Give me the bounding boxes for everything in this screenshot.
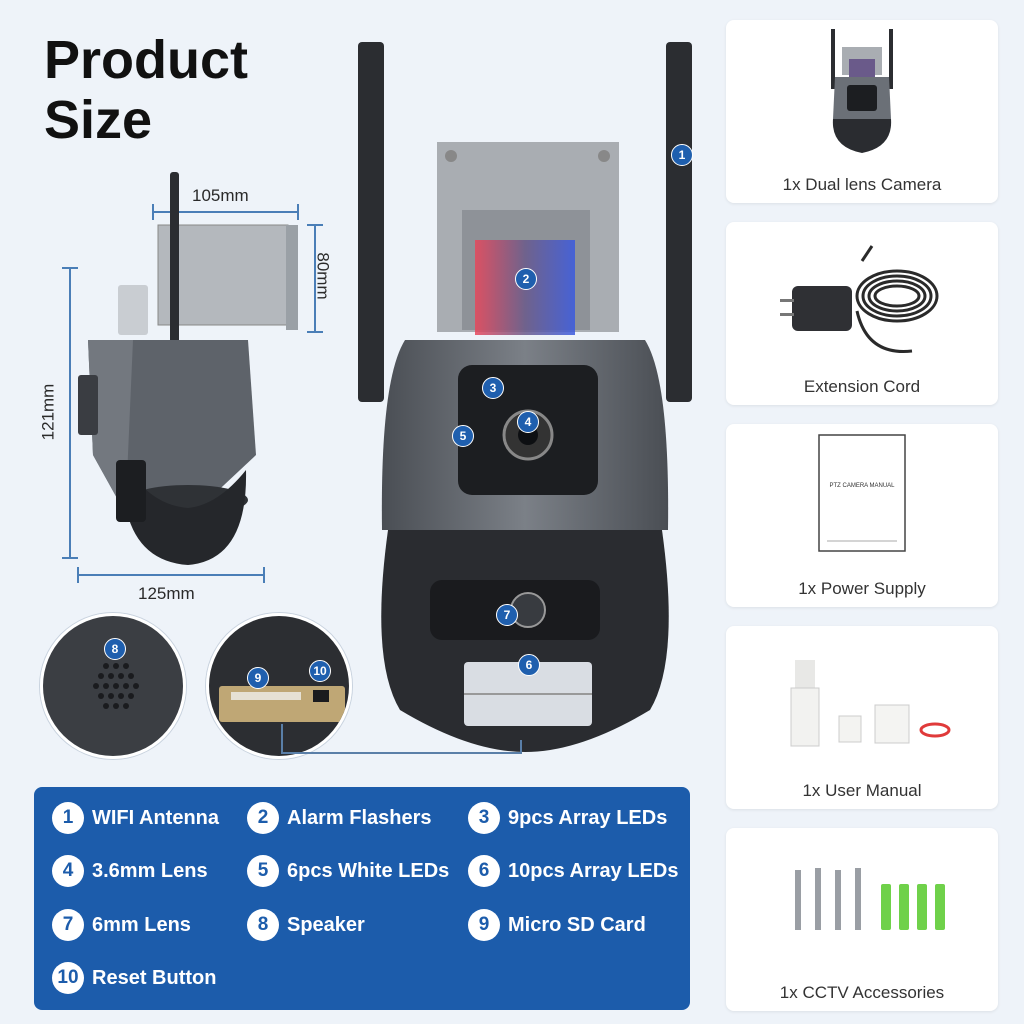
legend-item-1: 1 WIFI Antenna: [52, 802, 219, 834]
legend-label: Reset Button: [92, 966, 217, 989]
callout-badge-6: 6: [518, 654, 540, 676]
dim-tick: [297, 204, 299, 220]
legend-item-6: 6 10pcs Array LEDs: [468, 855, 678, 887]
package-card-camera: 1x Dual lens Camera: [726, 20, 998, 203]
sd-slot-icon: [209, 616, 349, 756]
dim-tick: [307, 331, 323, 333]
dim-label-height: 121mm: [38, 383, 58, 441]
dim-label-width-bottom: 125mm: [138, 584, 195, 603]
sd-card-closeup: [206, 613, 352, 759]
package-card-power-supply: PTZ CAMERA MANUAL 1x Power Supply: [726, 424, 998, 607]
package-label: 1x CCTV Accessories: [779, 983, 945, 1002]
callout-badge-1: 1: [671, 144, 693, 166]
legend-number: 4: [52, 855, 84, 887]
product-size-title: Product Size: [44, 30, 248, 151]
legend-item-10: 10 Reset Button: [52, 962, 216, 994]
dim-tick: [62, 557, 78, 559]
legend-item-3: 3 9pcs Array LEDs: [468, 802, 667, 834]
package-card-accessories: 1x CCTV Accessories: [726, 828, 998, 1011]
legend-label: 9pcs Array LEDs: [508, 806, 668, 829]
speaker-closeup: [40, 613, 186, 759]
legend-item-8: 8 Speaker: [247, 909, 365, 941]
dim-tick: [263, 567, 265, 583]
dim-label-depth: 80mm: [313, 252, 333, 300]
callout-badge-5: 5: [452, 425, 474, 447]
dim-tick: [62, 267, 78, 269]
legend-number: 3: [468, 802, 500, 834]
legend-label: Micro SD Card: [508, 913, 646, 936]
dim-tick: [77, 567, 79, 583]
screws-and-anchors-icon: [795, 867, 945, 930]
legend-label: WIFI Antenna: [92, 806, 220, 829]
package-card-extension-cord: Extension Cord: [726, 222, 998, 405]
callout-badge-9: 9: [247, 667, 269, 689]
legend-number: 1: [52, 802, 84, 834]
legend-item-7: 7 6mm Lens: [52, 909, 191, 941]
title-line-1: Product: [44, 30, 249, 90]
legend-item-2: 2 Alarm Flashers: [247, 802, 432, 834]
legend-label: 10pcs Array LEDs: [508, 859, 679, 882]
legend-label: Alarm Flashers: [287, 806, 432, 829]
legend-label: 3.6mm Lens: [92, 859, 208, 882]
connector-line: [520, 740, 522, 754]
legend-number: 8: [247, 909, 279, 941]
dim-tick: [307, 224, 323, 226]
front-view-camera: [358, 42, 692, 752]
dim-tick: [152, 204, 154, 220]
package-label: 1x User Manual: [802, 781, 922, 800]
title-line-2: Size: [44, 90, 153, 151]
dim-line-width-top: [152, 211, 298, 213]
legend-number: 5: [247, 855, 279, 887]
package-label: 1x Power Supply: [798, 579, 926, 598]
dim-line-depth: [314, 224, 316, 332]
package-label: Extension Cord: [803, 377, 921, 396]
callout-badge-7: 7: [496, 604, 518, 626]
brush-and-plugs-icon: [790, 659, 951, 746]
legend-item-9: 9 Micro SD Card: [468, 909, 646, 941]
legend-number: 7: [52, 909, 84, 941]
manual-cover-text: PTZ CAMERA MANUAL: [829, 483, 895, 489]
connector-line: [281, 752, 522, 754]
dim-line-width-bottom: [78, 574, 264, 576]
legend-label: 6pcs White LEDs: [287, 859, 450, 882]
package-card-user-manual: 1x User Manual: [726, 626, 998, 809]
callout-badge-10: 10: [309, 660, 331, 682]
legend-item-4: 4 3.6mm Lens: [52, 855, 208, 887]
side-view-camera: [78, 172, 298, 565]
dim-label-width-top: 105mm: [192, 186, 249, 205]
camera-thumbnail-icon: [831, 28, 893, 153]
legend-number: 10: [52, 962, 84, 994]
legend-label: Speaker: [287, 913, 365, 936]
callout-badge-8: 8: [104, 638, 126, 660]
callout-badge-3: 3: [482, 377, 504, 399]
connector-line: [281, 724, 283, 754]
callout-badge-2: 2: [515, 268, 537, 290]
legend-item-5: 5 6pcs White LEDs: [247, 855, 449, 887]
legend-label: 6mm Lens: [92, 913, 191, 936]
legend-number: 2: [247, 802, 279, 834]
package-label: 1x Dual lens Camera: [782, 175, 942, 194]
callout-badge-4: 4: [517, 411, 539, 433]
legend-number: 6: [468, 855, 500, 887]
manual-booklet-icon: PTZ CAMERA MANUAL: [818, 433, 906, 552]
dim-line-height: [69, 268, 71, 558]
legend-number: 9: [468, 909, 500, 941]
power-adapter-icon: [780, 244, 939, 353]
feature-legend: 1 WIFI Antenna 2 Alarm Flashers 3 9pcs A…: [34, 787, 690, 1010]
